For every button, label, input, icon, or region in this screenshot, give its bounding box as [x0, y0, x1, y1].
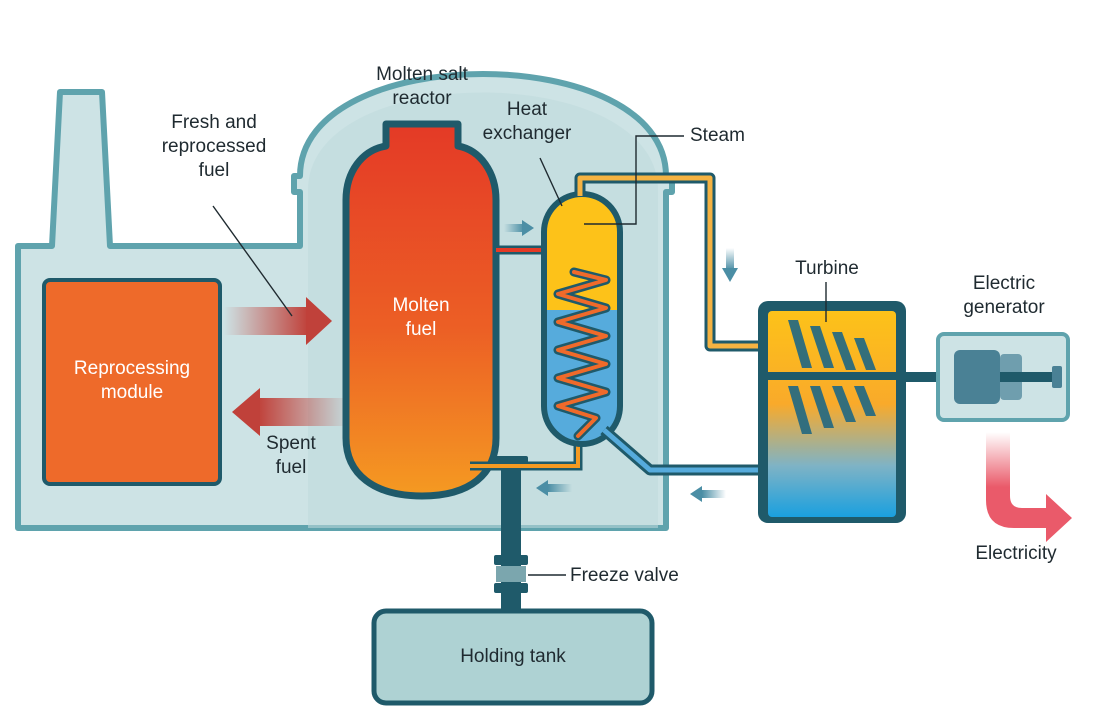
- fresh-fuel-arrow: [224, 297, 332, 345]
- flow-arrow-left-2: [690, 486, 726, 502]
- electric-generator: [936, 332, 1070, 422]
- electric-generator-label: Electric generator: [963, 273, 1045, 318]
- heat-exchanger-label: Heat exchanger: [482, 99, 572, 144]
- electricity-label: Electricity: [975, 543, 1057, 564]
- heat-exchanger: [541, 191, 623, 447]
- molten-salt-reactor-label: Molten salt reactor: [376, 64, 468, 109]
- drain-line: [494, 456, 528, 610]
- heat-exchanger-leader: [539, 157, 563, 207]
- electricity-arrow: [986, 432, 1072, 542]
- turbine: [758, 301, 908, 523]
- reprocessing-module: [42, 278, 222, 486]
- fresh-fuel-label: Fresh and reprocessed fuel: [161, 112, 267, 181]
- reprocessing-module-label: Reprocessing module: [73, 358, 191, 403]
- holding-tank: [371, 608, 655, 706]
- molten-fuel-label: Molten fuel: [392, 295, 450, 340]
- holding-tank-label: Holding tank: [460, 646, 566, 667]
- reactor-vessel: [342, 120, 500, 500]
- steam-label: Steam: [690, 125, 745, 146]
- flow-arrow-right: [504, 220, 534, 236]
- spent-fuel-arrow: [232, 388, 350, 436]
- flow-arrow-left-1: [536, 480, 572, 496]
- turbine-label: Turbine: [795, 258, 859, 279]
- turbine-shaft: [906, 372, 940, 382]
- flow-arrow-down: [722, 248, 738, 282]
- spent-fuel-label: Spent fuel: [266, 433, 316, 478]
- freeze-valve-label: Freeze valve: [570, 565, 679, 586]
- fresh-fuel-leader: [212, 205, 293, 317]
- steam-leader: [584, 135, 684, 225]
